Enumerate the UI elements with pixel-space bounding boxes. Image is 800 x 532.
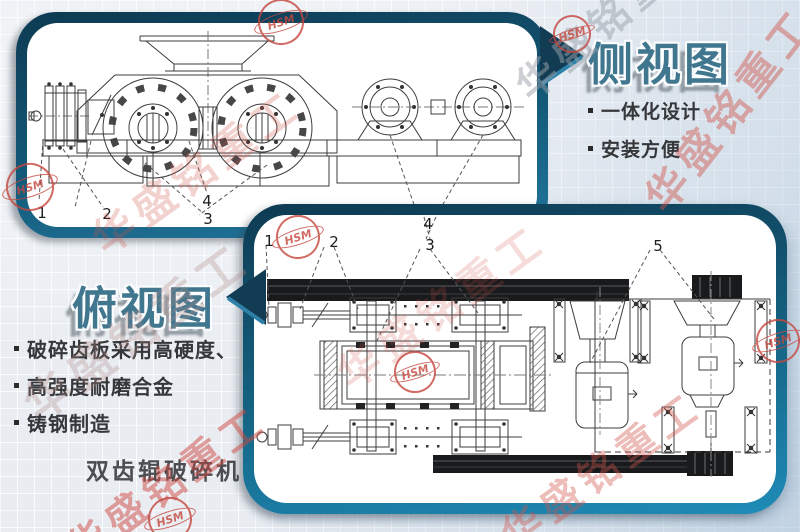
feature-item: 安装方便 xyxy=(588,135,701,162)
side-view-arrow-icon xyxy=(540,26,584,86)
bullet-square-icon xyxy=(14,420,19,425)
bullet-square-icon xyxy=(14,346,19,351)
feature-item: 一体化设计 xyxy=(588,97,701,124)
side-view-canvas xyxy=(27,23,537,227)
top-view-canvas xyxy=(254,215,776,503)
feature-text: 安装方便 xyxy=(601,139,682,161)
feature-item: 高强度耐磨合金 xyxy=(14,371,237,400)
feature-text: 一体化设计 xyxy=(601,101,702,123)
top-view-drawing xyxy=(256,215,776,503)
side-view-panel xyxy=(16,12,548,238)
side-view-drawing xyxy=(27,23,537,227)
feature-text: 铸钢制造 xyxy=(27,412,111,436)
top-view-feature-list: 破碎齿板采用高硬度、高强度耐磨合金铸钢制造 xyxy=(14,334,237,445)
side-view-title: 侧视图 xyxy=(588,38,733,91)
top-view-title: 俯视图 xyxy=(72,282,217,335)
top-view-panel xyxy=(243,204,787,514)
product-name: 双齿辊破碎机 xyxy=(86,459,242,485)
feature-item: 破碎齿板采用高硬度、 xyxy=(14,334,237,363)
bullet-square-icon xyxy=(588,108,593,113)
side-view-feature-list: 一体化设计安装方便 xyxy=(588,97,701,173)
feature-text: 破碎齿板采用高硬度、 xyxy=(27,338,237,362)
feature-text: 高强度耐磨合金 xyxy=(27,375,174,399)
bullet-square-icon xyxy=(588,146,593,151)
feature-item: 铸钢制造 xyxy=(14,408,237,437)
top-view-arrow-icon xyxy=(226,269,266,325)
bullet-square-icon xyxy=(14,383,19,388)
